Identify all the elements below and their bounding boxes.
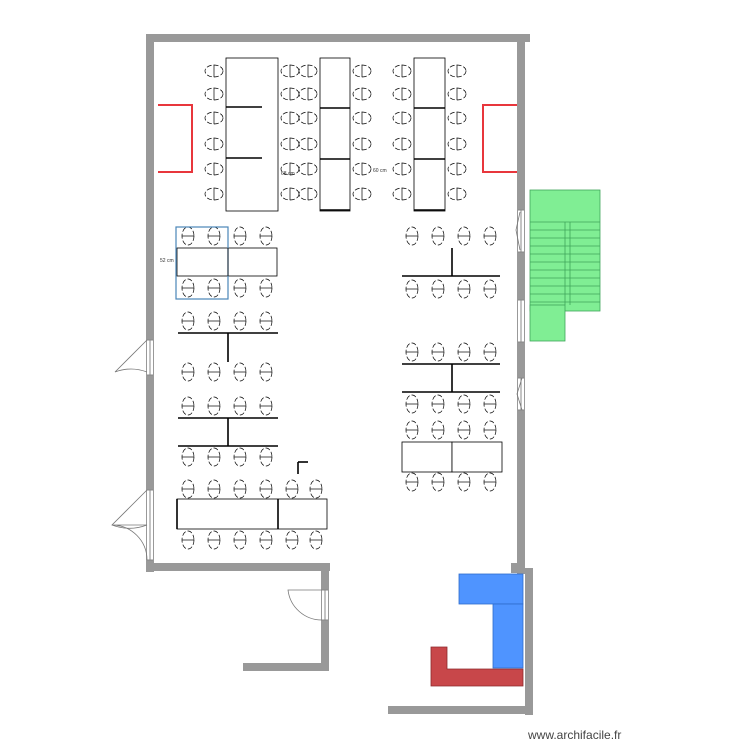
table [413,57,446,212]
watermark: www.archifacile.fr [527,728,621,742]
wall-segment [146,34,154,572]
table [225,57,279,212]
counter-red [430,646,524,687]
table [401,441,453,473]
door-swing [516,377,523,411]
dimension-label-60: 60 cm [373,168,387,174]
radiator-left [158,104,193,173]
doors [111,211,523,621]
table [176,498,328,530]
wall-segment [525,568,533,715]
table [176,247,278,277]
door-swing [114,339,148,373]
counter-blue [492,603,524,669]
openings [147,209,524,621]
wall-segment [511,563,525,573]
fixtures [158,104,601,687]
door-swing [111,489,148,529]
door-swing [287,589,323,621]
door-swing [515,211,521,251]
door-swing [111,524,148,561]
dimension-label-68: 68 cm [281,171,295,177]
furniture [175,57,503,550]
table [451,441,503,473]
counter-blue [458,573,524,605]
table [319,57,351,212]
wall-segment [146,34,530,42]
staircase-landing [529,304,566,342]
wall-segment [146,563,330,571]
wall-segment [388,706,533,714]
wall-segment [243,663,329,671]
dimension-label-52: 52 cm [160,258,174,264]
radiator-right [482,104,517,173]
